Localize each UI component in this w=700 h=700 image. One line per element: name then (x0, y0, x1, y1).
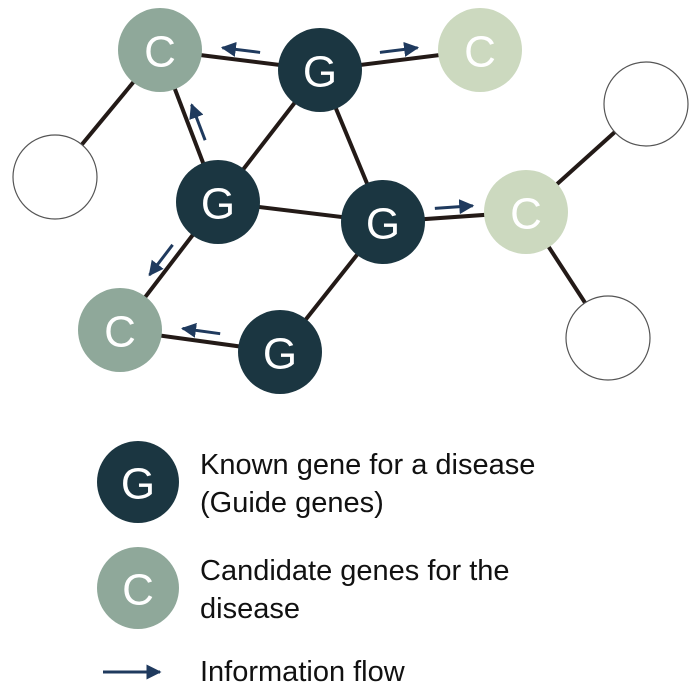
guide-gene-node-g1: G (278, 28, 362, 112)
node-label: G (303, 48, 337, 97)
guide-gene-node-g4: G (238, 310, 322, 394)
candidate-gene-node-c2: C (438, 8, 522, 92)
unknown-gene-node-u3 (565, 295, 651, 381)
unknown-gene-node-u1 (12, 134, 98, 220)
legend-guide-symbol: G (97, 441, 179, 523)
flow-arrow-g1-to-c2 (379, 41, 420, 57)
flow-arrow-g2-to-c4 (148, 243, 174, 277)
flow-arrow-g4-to-c4 (181, 322, 221, 338)
node-label: G (263, 330, 297, 379)
legend-candidate-line1: Candidate genes for the (200, 555, 510, 587)
node-label: G (366, 200, 400, 249)
flow-arrow-g3-to-c3 (434, 199, 475, 215)
node-label: C (144, 28, 176, 77)
legend-candidate-text: Candidate genes for the disease (200, 552, 510, 628)
legend-guide-line2: (Guide genes) (200, 487, 384, 519)
legend-candidate-symbol: C (97, 547, 179, 629)
legend-flow-text: Information flow (200, 656, 405, 688)
flow-arrow-g1-to-c1 (220, 41, 261, 57)
guide-gene-node-g2: G (176, 160, 260, 244)
legend-guide-line1: Known gene for a disease (200, 449, 536, 481)
legend-guide-text: Known gene for a disease (Guide genes) (200, 446, 535, 522)
legend-guide-letter: G (121, 460, 155, 509)
flow-arrow-g2-to-c1 (189, 103, 207, 141)
unknown-gene-node-u2 (603, 61, 689, 147)
node-label: G (201, 180, 235, 229)
candidate-gene-node-c4: C (78, 288, 162, 372)
node-label: C (104, 308, 136, 357)
node-label: C (464, 28, 496, 77)
node-label: C (510, 190, 542, 239)
guide-gene-node-g3: G (341, 180, 425, 264)
candidate-gene-node-c3: C (484, 170, 568, 254)
gene-nodes: C G C G G C C G (12, 8, 689, 394)
information-flow-arrows (148, 41, 475, 338)
legend-candidate-line2: disease (200, 593, 300, 625)
candidate-gene-node-c1: C (118, 8, 202, 92)
legend-candidate-letter: C (122, 566, 154, 615)
